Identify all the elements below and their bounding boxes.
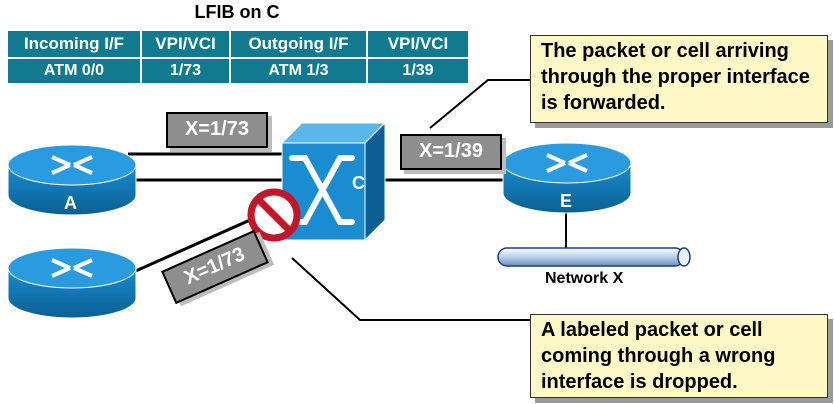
label-outgoing: X=1/39 <box>400 134 502 170</box>
router-a-icon <box>7 144 137 216</box>
lfib-cell-incoming-if: ATM 0/0 <box>6 57 142 85</box>
network-x-pipe <box>497 247 691 267</box>
lfib-header-vpi-vci-in: VPI/VCI <box>140 29 231 59</box>
pointer-dropped <box>291 257 530 321</box>
lfib-cell-vpi-vci-out: 1/39 <box>366 57 470 85</box>
callout-forwarded: The packet or cell arriving through the … <box>530 35 828 123</box>
lfib-header-outgoing-if: Outgoing I/F <box>229 29 368 59</box>
pointer-forwarded <box>429 79 530 129</box>
lfib-header-incoming-if: Incoming I/F <box>6 29 142 59</box>
lfib-header-vpi-vci-out: VPI/VCI <box>366 29 470 59</box>
callout-pointers <box>291 79 530 321</box>
router-e-icon <box>502 142 632 214</box>
callout-dropped: A labeled packet or cell coming through … <box>530 314 828 398</box>
prohibited-icon <box>247 188 301 242</box>
router-e-label: E <box>560 191 573 211</box>
lfib-header-row: Incoming I/F VPI/VCI Outgoing I/F VPI/VC… <box>6 29 470 59</box>
lfib-table: Incoming I/F VPI/VCI Outgoing I/F VPI/VC… <box>6 29 470 85</box>
network-x-label: Network X <box>545 270 624 287</box>
switch-c-label: C <box>352 173 365 193</box>
label-incoming-correct: X=1/73 <box>166 112 268 148</box>
lfib-cell-vpi-vci-in: 1/73 <box>140 57 231 85</box>
router-a-label: A <box>64 193 77 213</box>
lfib-cell-outgoing-if: ATM 1/3 <box>229 57 368 85</box>
lfib-entry-row: ATM 0/0 1/73 ATM 1/3 1/39 <box>6 57 470 85</box>
atm-switch-c-icon <box>280 121 387 242</box>
router-wrong-interface-icon <box>7 247 137 319</box>
lfib-title: LFIB on C <box>194 2 280 22</box>
